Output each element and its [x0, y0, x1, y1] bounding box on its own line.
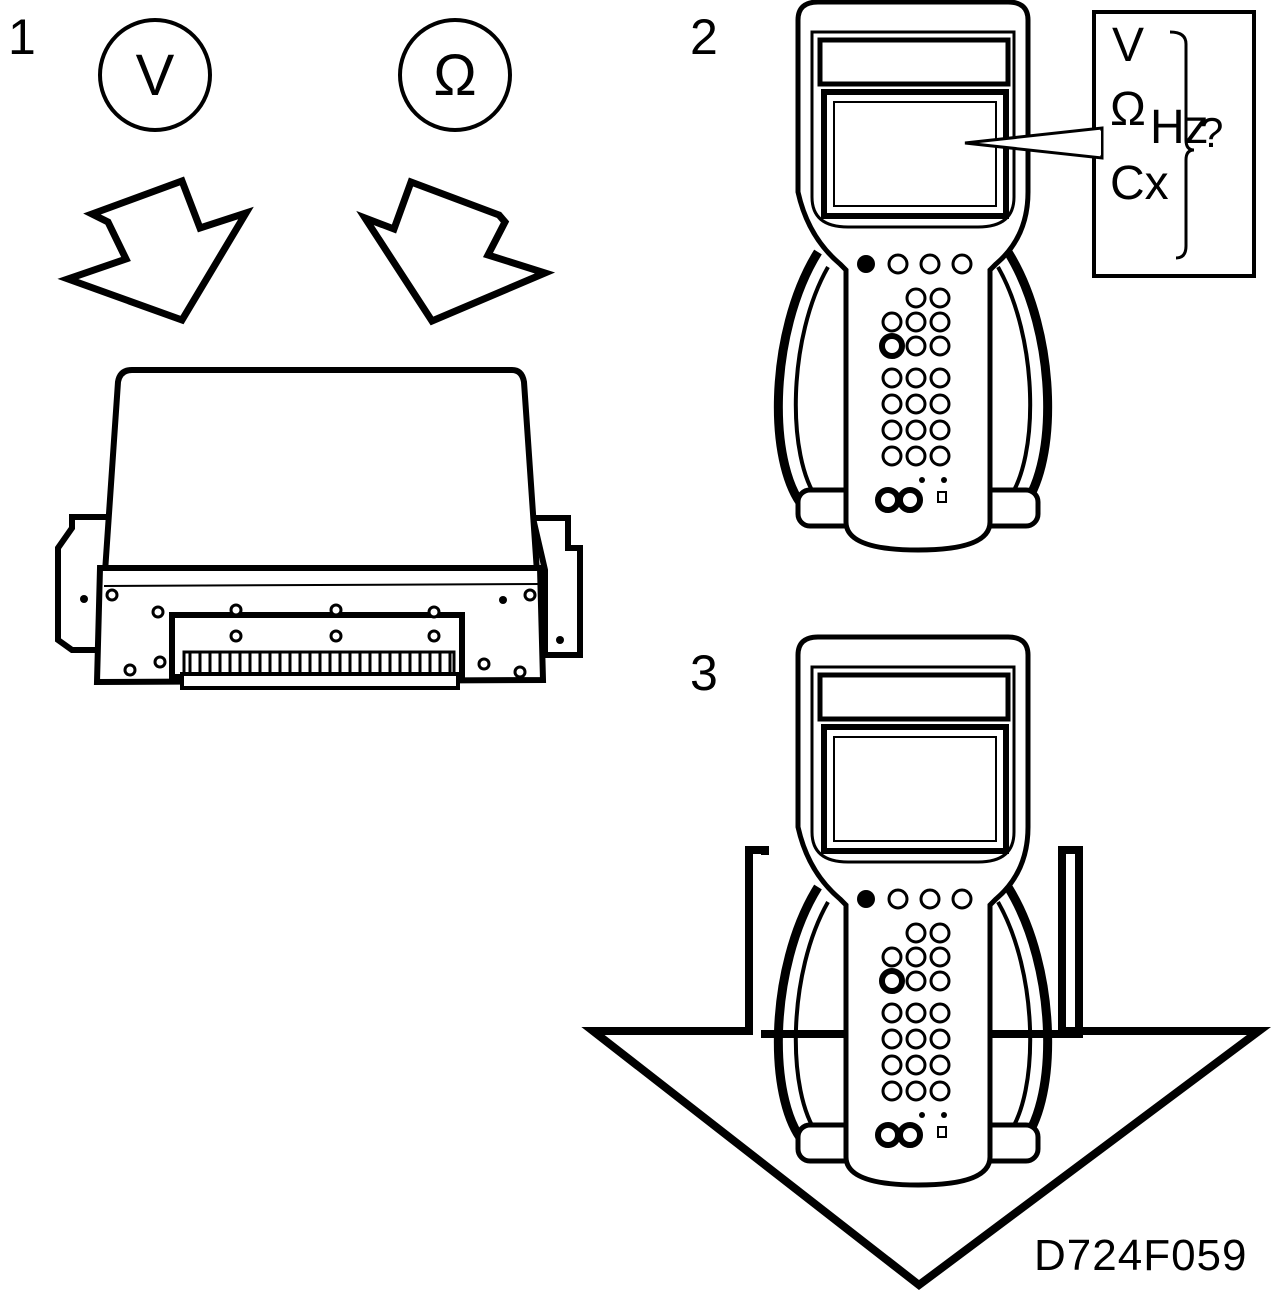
arrow-down-left-icon — [356, 177, 556, 326]
callout-cx-label: Cx — [1110, 157, 1169, 210]
callout-voltage-label: V — [1112, 19, 1145, 72]
reference-code: D724F059 — [1034, 1231, 1248, 1280]
arrow-down-right-icon — [57, 176, 254, 325]
measurement-callout — [964, 10, 1256, 278]
step-number-1: 1 — [8, 9, 36, 65]
voltage-symbol: V — [135, 42, 175, 108]
control-unit — [55, 367, 583, 690]
voltage-symbol-circle — [98, 18, 212, 132]
callout-ohm-label: Ω — [1110, 83, 1146, 136]
handheld-tester-step2 — [778, 2, 1047, 550]
callout-hz-label: Hz — [1150, 101, 1209, 154]
ohm-symbol: Ω — [433, 42, 477, 108]
step-number-2: 2 — [690, 9, 718, 65]
step-number-3: 3 — [690, 645, 718, 701]
ohm-symbol-circle — [398, 18, 512, 132]
callout-question-label: ? — [1200, 109, 1224, 156]
